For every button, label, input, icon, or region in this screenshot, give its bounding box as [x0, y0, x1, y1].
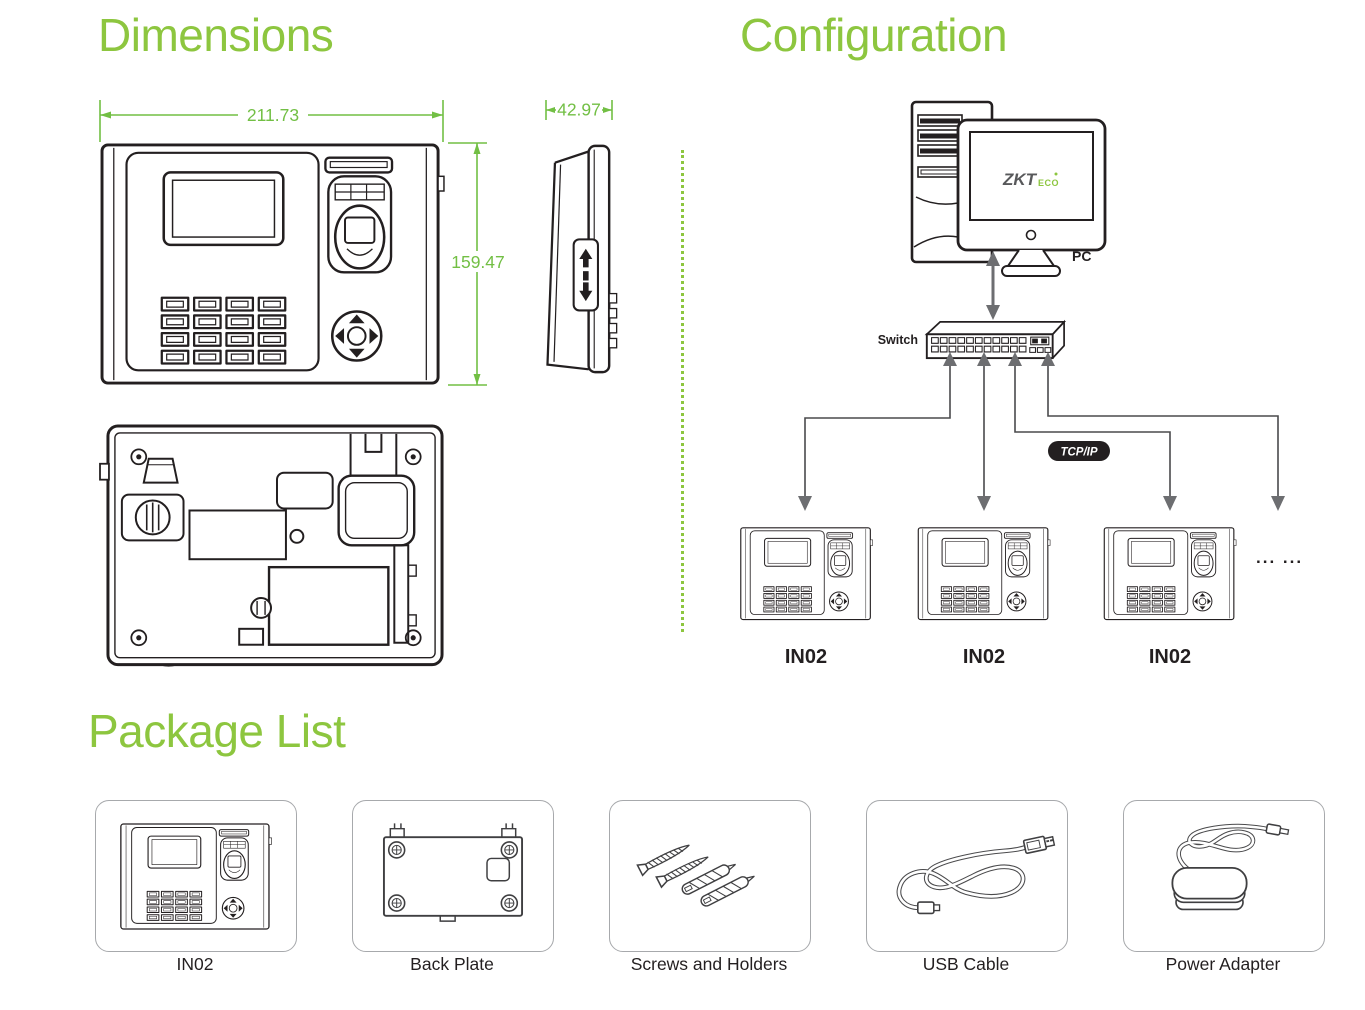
terminal-device-1: [740, 527, 874, 621]
package-label-in02: IN02: [176, 954, 214, 974]
more-devices-ellipsis: ... ...: [1256, 548, 1303, 567]
dimensions-title: Dimensions: [98, 9, 334, 61]
package-screws-illustration: [636, 844, 755, 907]
depth-dimension-label: 42.97: [557, 100, 601, 120]
pc-label: PC: [1072, 248, 1091, 264]
section-separator: [681, 150, 684, 632]
pc-switch-link-arrow: [986, 251, 1000, 320]
device-2-label: IN02: [963, 646, 1005, 668]
package-card-in02: [95, 800, 297, 952]
network-switch-illustration: [925, 320, 1066, 360]
network-cabling-lines: [804, 366, 1279, 498]
switch-uplink-arrowheads: [943, 352, 1055, 366]
device-side-view: [546, 144, 618, 374]
package-label-back-plate: Back Plate: [410, 954, 494, 974]
switch-label: Switch: [878, 333, 918, 347]
tcpip-label: TCP/IP: [1060, 447, 1097, 459]
package-label-screws: Screws and Holders: [630, 954, 788, 974]
device-back-view: [98, 424, 444, 669]
device-front-view: [100, 143, 446, 385]
package-card-usb-cable: [866, 800, 1068, 952]
package-label-power-adapter: Power Adapter: [1165, 954, 1281, 974]
height-label-backing: [449, 251, 507, 272]
zkteco-logo-dot: [1054, 172, 1058, 176]
zkteco-logo-zkt: ZKT: [1002, 170, 1038, 189]
width-dimension-label: 211.73: [247, 105, 299, 125]
package-card-back-plate: [352, 800, 554, 952]
height-dimension-label: 159.47: [451, 252, 505, 272]
package-card-power-adapter: [1123, 800, 1325, 952]
terminal-device-3: [1103, 527, 1237, 621]
device-downlink-arrowheads: [798, 496, 1285, 511]
package-in02-illustration: [120, 822, 273, 930]
package-back-plate-illustration: [382, 822, 524, 922]
configuration-diagram: ZKT ECO PC Switch: [740, 100, 1303, 668]
tcpip-badge: TCP/IP: [1048, 441, 1110, 461]
package-card-screws: [609, 800, 811, 952]
terminal-device-2: [917, 527, 1051, 621]
zkteco-logo-eco: ECO: [1038, 178, 1059, 188]
package-label-usb-cable: USB Cable: [922, 954, 1010, 974]
side-view-drawing: 42.97: [545, 100, 618, 374]
package-power-adapter-illustration: [1171, 823, 1290, 911]
back-view-drawing: [98, 424, 444, 669]
package-list-title: Package List: [88, 705, 346, 757]
device-3-label: IN02: [1149, 646, 1191, 668]
device-1-label: IN02: [785, 646, 827, 668]
pc-monitor-illustration: [956, 118, 1107, 277]
package-usb-cable-illustration: [896, 835, 1056, 914]
configuration-title: Configuration: [740, 9, 1008, 61]
depth-label-backing: [556, 100, 602, 119]
front-view-drawing: 211.73 159.47: [99, 100, 507, 386]
width-label-backing: [238, 104, 308, 125]
